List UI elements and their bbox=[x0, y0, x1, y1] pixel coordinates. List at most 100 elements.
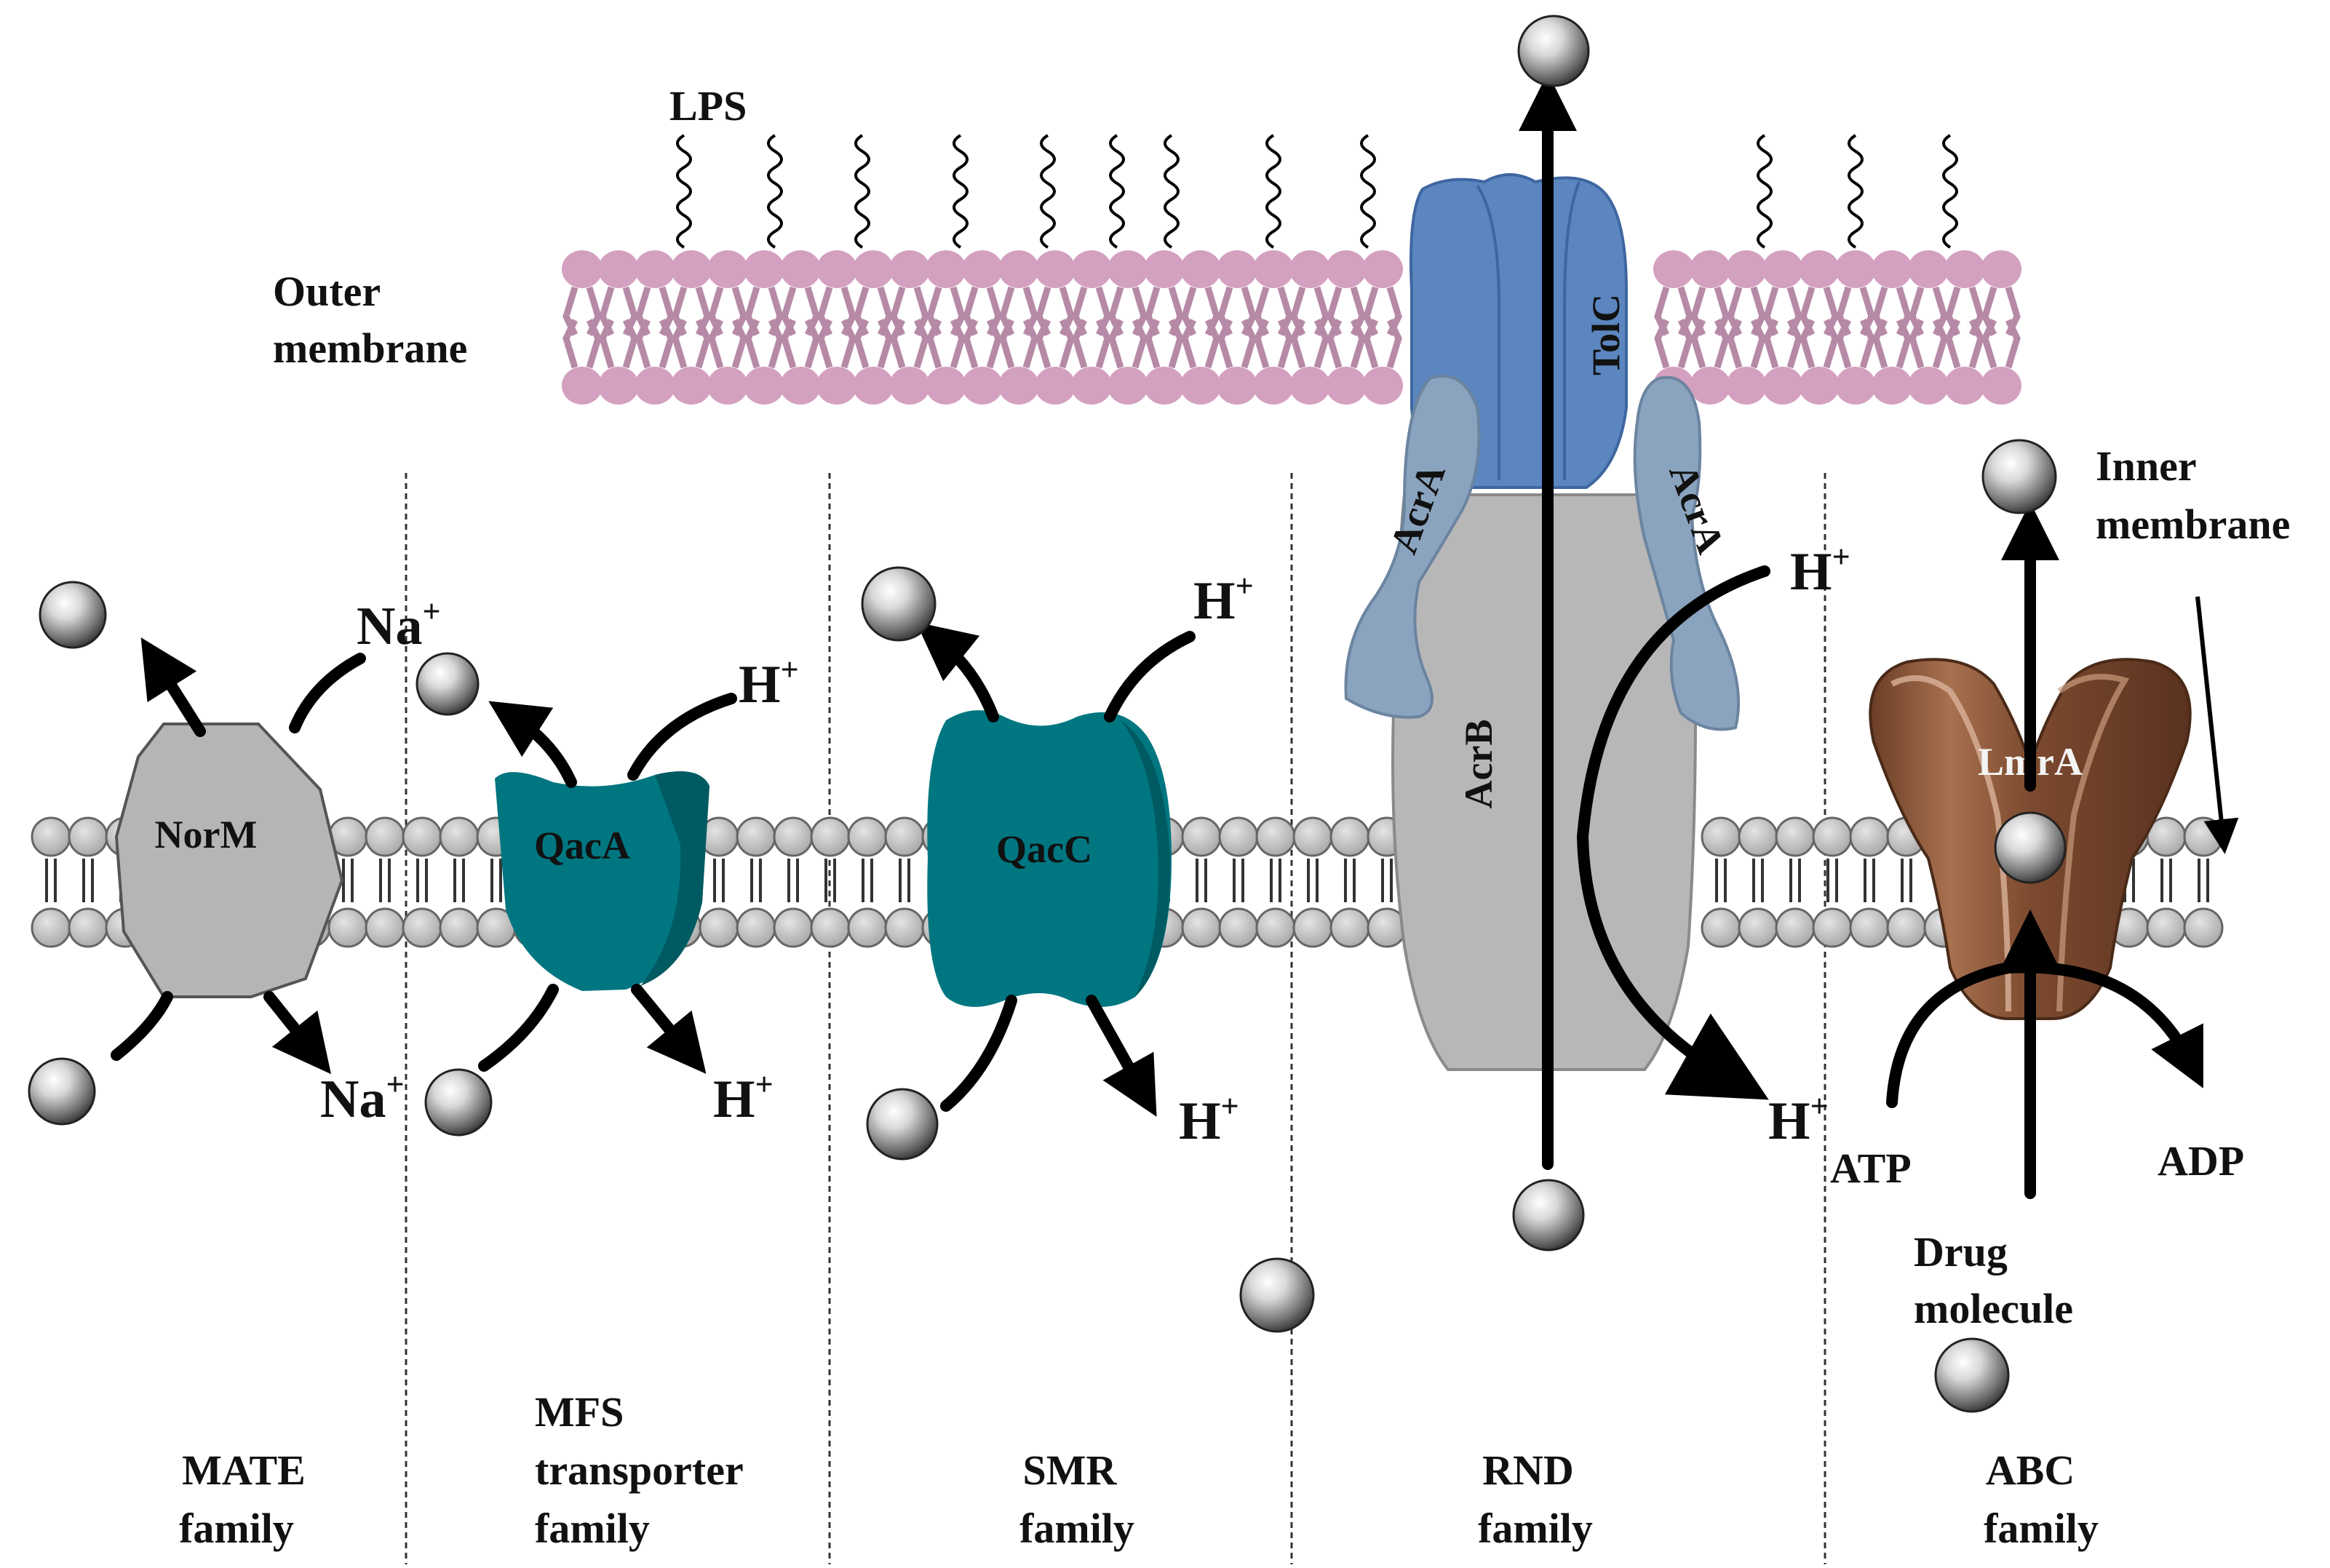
outer-lipid-head bbox=[1835, 367, 1876, 405]
outer-lipid-tail bbox=[1072, 286, 1111, 369]
lps-chain bbox=[1360, 134, 1376, 249]
smr-family-label-1: SMR bbox=[1023, 1446, 1118, 1494]
outer-lipid-tail bbox=[1909, 286, 1948, 369]
inner-lipid-head bbox=[884, 816, 925, 857]
qaca-protein: QacA bbox=[495, 771, 709, 991]
inner-lipid-head bbox=[1738, 816, 1778, 857]
h-ion-rnd-top: H+ bbox=[1790, 539, 1850, 602]
lps-chain bbox=[1757, 134, 1773, 249]
outer-lipid-head bbox=[671, 367, 712, 405]
rnd-family-label-1: RND bbox=[1482, 1446, 1574, 1494]
outer-lipid-head bbox=[1690, 250, 1730, 288]
outer-lipid-head bbox=[998, 367, 1039, 405]
inner-lipid-head bbox=[365, 907, 405, 948]
lps-chain bbox=[1109, 134, 1125, 249]
drug-molecule-ball bbox=[1512, 1179, 1585, 1251]
inner-lipid-head bbox=[810, 907, 851, 948]
outer-lipid-head bbox=[1035, 367, 1075, 405]
outer-lipid-head bbox=[671, 250, 712, 288]
outer-lipid-head bbox=[1981, 367, 2021, 405]
inner-lipid-head bbox=[439, 907, 480, 948]
inner-lipid-head bbox=[1218, 816, 1259, 857]
outer-lipid-tail bbox=[1836, 286, 1875, 369]
na-ion-top: Na+ bbox=[357, 594, 441, 656]
outer-lipid-tail bbox=[1181, 286, 1220, 369]
outer-lipid-head bbox=[635, 250, 675, 288]
h-ion-smr-bottom: H+ bbox=[1179, 1089, 1239, 1151]
outer-lipid-head bbox=[1180, 250, 1221, 288]
inner-membrane-label-2: membrane bbox=[2096, 501, 2290, 548]
drug-molecules bbox=[28, 15, 2067, 1413]
inner-lipid-head bbox=[1218, 907, 1259, 948]
outer-lipid-head bbox=[1908, 250, 1949, 288]
outer-lipid-head bbox=[1762, 250, 1803, 288]
outer-lipid-tail bbox=[1145, 286, 1184, 369]
inner-lipid-head bbox=[1849, 816, 1890, 857]
acra-left-protein: AcrA bbox=[1344, 374, 1481, 719]
abc-family-label-1: ABC bbox=[1986, 1446, 2075, 1494]
mfs-family-label-1: MFS bbox=[535, 1388, 624, 1436]
ion-labels: Na+ Na+ H+ H+ H+ H+ H+ H+ bbox=[320, 539, 1850, 1151]
drug-molecule-ball bbox=[39, 581, 107, 649]
outer-lipid-head bbox=[562, 367, 603, 405]
outer-lipid-head bbox=[635, 367, 675, 405]
outer-lipid-head bbox=[1071, 250, 1112, 288]
outer-lipid-head bbox=[962, 250, 1003, 288]
outer-lipid-tail bbox=[672, 286, 711, 369]
outer-lipid-tail bbox=[1217, 286, 1257, 369]
inner-lipid-head bbox=[31, 907, 71, 948]
outer-lipid-tail bbox=[1363, 286, 1402, 369]
abc-family-label-2: family bbox=[1984, 1505, 2099, 1552]
lps-chain bbox=[953, 134, 969, 249]
inner-lipid-head bbox=[2183, 816, 2224, 857]
lps-chain bbox=[1848, 134, 1864, 249]
inner-lipid-head bbox=[365, 816, 405, 857]
lps-chain bbox=[1164, 134, 1180, 249]
inner-lipid-head bbox=[68, 816, 108, 857]
outer-lipid-head bbox=[1981, 250, 2021, 288]
outer-lipid-tail bbox=[708, 286, 747, 369]
inner-lipid-head bbox=[31, 816, 71, 857]
lps-chain bbox=[854, 134, 870, 249]
outer-lipid-head bbox=[853, 367, 894, 405]
outer-lipid-head bbox=[780, 250, 821, 288]
inner-lipid-head bbox=[1292, 907, 1333, 948]
mate-family-label-2: family bbox=[179, 1505, 294, 1552]
outer-lipid-head bbox=[1144, 367, 1185, 405]
inner-lipid-head bbox=[1886, 907, 1927, 948]
inner-lipid-head bbox=[1775, 816, 1816, 857]
outer-lipid-tail bbox=[926, 286, 966, 369]
outer-lipid-head bbox=[1653, 250, 1694, 288]
inner-lipid-head bbox=[1701, 907, 1741, 948]
outer-lipid-tail bbox=[1690, 286, 1730, 369]
outer-lipid-tail bbox=[999, 286, 1038, 369]
inner-lipid-head bbox=[1255, 907, 1296, 948]
outer-lipid-head bbox=[1362, 367, 1403, 405]
inner-lipid-head bbox=[1181, 816, 1222, 857]
tolc-label: TolC bbox=[1584, 294, 1628, 375]
outer-lipid-head bbox=[1289, 367, 1330, 405]
inner-lipid-head bbox=[1849, 907, 1890, 948]
h-ion-mfs-top: H+ bbox=[739, 652, 799, 715]
mfs-family-label-3: family bbox=[535, 1505, 650, 1552]
inner-lipid-head bbox=[2146, 907, 2187, 948]
acrb-label: AcrB bbox=[1457, 720, 1500, 809]
qacc-protein: QacC bbox=[927, 710, 1172, 1007]
outer-lipid-tail bbox=[635, 286, 675, 369]
drug-molecule-ball bbox=[866, 1088, 939, 1161]
outer-lipid-tail bbox=[1872, 286, 1912, 369]
outer-lipid-head bbox=[853, 250, 894, 288]
qacc-label: QacC bbox=[996, 827, 1092, 871]
outer-lipid-head bbox=[1362, 250, 1403, 288]
outer-lipid-head bbox=[1762, 367, 1803, 405]
outer-membrane-label-1: Outer bbox=[273, 268, 381, 315]
outer-lipid-tail bbox=[1727, 286, 1766, 369]
outer-lipid-tail bbox=[781, 286, 820, 369]
outer-lipid-tail bbox=[1800, 286, 1839, 369]
outer-lipid-tail bbox=[562, 286, 602, 369]
outer-lipid-tail bbox=[599, 286, 638, 369]
drug-molecule-label-2: molecule bbox=[1914, 1285, 2073, 1332]
outer-lipid-head bbox=[1944, 367, 1985, 405]
outer-lipid-tail bbox=[1327, 286, 1366, 369]
outer-lipid-head bbox=[1035, 250, 1075, 288]
